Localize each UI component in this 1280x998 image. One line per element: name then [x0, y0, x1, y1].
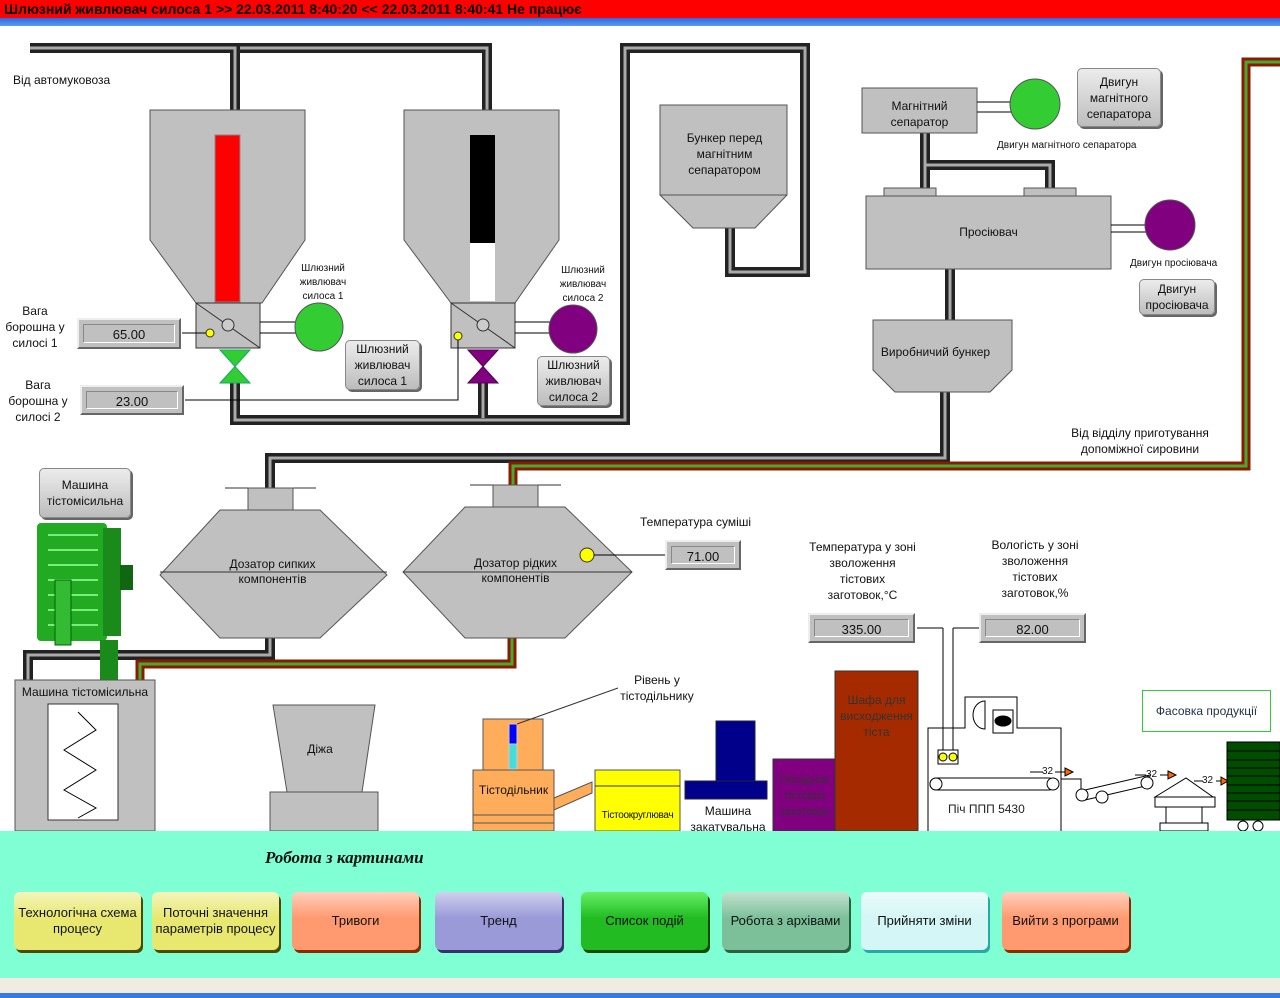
mag-separator-motor	[1009, 78, 1061, 130]
sieve-motor	[1144, 199, 1196, 251]
doser-liquid-label: Дозатор рідких компонентів	[473, 556, 558, 585]
zone-hum-label: Вологість у зоні зволоження тістових заг…	[991, 538, 1079, 600]
weight2-value: 23.00	[80, 385, 184, 415]
conveyor-count-1: 32	[1042, 766, 1054, 777]
mix-temp-value: 71.00	[665, 540, 741, 570]
silo-1	[149, 109, 344, 384]
from-truck-label: Від автомуковоза	[13, 73, 111, 87]
sieve-motor-caption: Двигун просіювача	[1130, 258, 1218, 269]
status-bar	[0, 978, 1280, 993]
feeder2-caption: Шлюзний живлювач силоса 2	[559, 265, 607, 304]
zone-temp-value: 335.00	[808, 613, 915, 643]
nav-button-2[interactable]: Тривоги	[292, 892, 419, 950]
valve-1	[218, 349, 252, 384]
feeder2-button[interactable]: Шлюзний живлювач силоса 2	[537, 356, 610, 406]
sieve	[865, 195, 1112, 270]
feeder-2-motor	[548, 304, 598, 354]
magnetic-separator	[861, 87, 978, 134]
flour-pipes	[23, 43, 1280, 682]
silo-1-level-bar	[214, 134, 241, 303]
weight-sensor-1	[205, 328, 215, 338]
sieve-label: Просіювач	[959, 225, 1018, 239]
nav-button-7[interactable]: Вийти з програми	[1002, 892, 1129, 950]
product-rack	[1226, 741, 1280, 831]
zone-temp-label: Температура у зоні зволоження тістових з…	[809, 540, 916, 602]
navigation-panel: Робота з картинами Технологічна схема пр…	[0, 831, 1280, 978]
divider	[472, 687, 619, 831]
mixer-label: Машина тістомісильна	[21, 685, 149, 699]
doser-dry-label: Дозатор сипких компонентів	[229, 557, 316, 586]
bunker-label: Бункер перед магнітним сепаратором	[686, 131, 763, 177]
nav-button-0[interactable]: Технологічна схема процесу	[14, 892, 141, 950]
from-aux-label: Від відділу приготування допоміжної сиро…	[1071, 426, 1209, 456]
zone-hum-value: 82.00	[979, 613, 1086, 643]
production-bunker	[872, 319, 1013, 393]
rounder	[594, 769, 681, 831]
nav-button-5[interactable]: Робота з архівами	[722, 892, 849, 950]
dizha-label: Діжа	[307, 742, 333, 756]
weight1-label: Вага борошна у силосі 1	[5, 304, 65, 350]
feeder1-caption: Шлюзний живлювач силоса 1	[299, 263, 347, 302]
mixer-machine-image	[37, 523, 133, 682]
loader-label: Посадчик тістових заготовок	[780, 774, 829, 818]
doser-liquid	[402, 484, 665, 639]
process-scheme	[14, 43, 1280, 831]
taskbar	[0, 993, 1280, 998]
oven-label: Піч ППП 5430	[948, 802, 1025, 816]
rolling-machine	[684, 780, 768, 800]
prod-bunker-label: Виробничий бункер	[880, 345, 991, 359]
weight2-label: Вага борошна у силосі 2	[8, 378, 68, 424]
mag-separator-label: Магнітний сепаратор	[890, 99, 949, 129]
weight1-value: 65.00	[77, 318, 181, 349]
nav-button-3[interactable]: Тренд	[435, 892, 562, 950]
divider-label: Тістодільник	[478, 783, 549, 797]
silo-2	[185, 109, 598, 401]
nav-button-1[interactable]: Поточні значення параметрів процесу	[152, 892, 279, 950]
panel-heading: Робота з картинами	[265, 848, 424, 867]
nav-button-4[interactable]: Список подій	[581, 892, 708, 950]
feeder1-button[interactable]: Шлюзний живлювач силоса 1	[345, 340, 420, 390]
mag-motor-button[interactable]: Двигун магнітного сепаратора	[1077, 68, 1161, 127]
mix-temp-label: Температура суміші	[640, 515, 752, 529]
conveyor-count-2: 32	[1146, 769, 1158, 780]
packing-label: Фасовка продукції	[1142, 690, 1271, 732]
rounder-label: Тістоокруглювач	[601, 810, 674, 821]
window-title: Шлюзний живлювач силоса 1 >> 22.03.2011 …	[0, 0, 1280, 18]
proofer-label: Шафа для висходження тіста	[840, 693, 913, 739]
sieve-motor-button[interactable]: Двигун просіювача	[1139, 279, 1215, 315]
mixer-button[interactable]: Машина тістомісильна	[39, 468, 131, 518]
feeder-1-motor	[294, 302, 344, 352]
doser-dry	[159, 487, 388, 639]
title-strip	[0, 18, 1280, 26]
oven	[917, 627, 1230, 831]
conveyor-count-3: 32	[1202, 775, 1214, 786]
nav-button-6[interactable]: Прийняти зміни	[861, 892, 988, 950]
roller-label: Машина закатувальна	[690, 804, 766, 834]
proofer	[834, 670, 919, 831]
divider-level-label: Рівень у тістодільнику	[620, 673, 694, 703]
loader	[772, 758, 837, 831]
mag-motor-caption: Двигун магнітного сепаратора	[997, 140, 1137, 151]
